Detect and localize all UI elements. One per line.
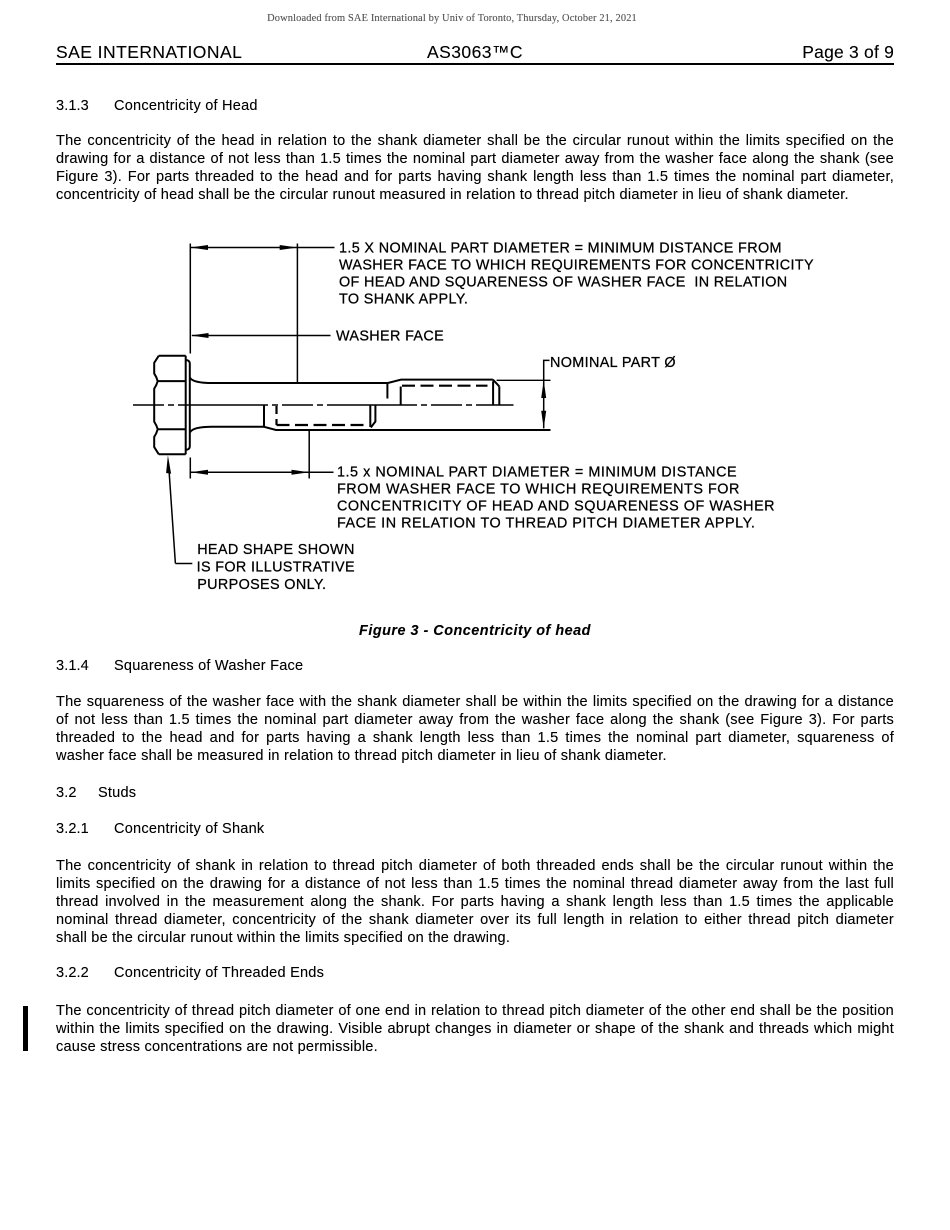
svg-text:HEAD SHAPE SHOWN: HEAD SHAPE SHOWN bbox=[197, 542, 355, 558]
svg-text:OF HEAD AND SQUARENESS OF WASH: OF HEAD AND SQUARENESS OF WASHER FACE IN… bbox=[339, 274, 788, 290]
svg-text:FROM WASHER FACE TO WHICH REQU: FROM WASHER FACE TO WHICH REQUIREMENTS F… bbox=[337, 482, 740, 498]
svg-text:FACE IN RELATION TO THREAD PIT: FACE IN RELATION TO THREAD PITCH DIAMETE… bbox=[337, 516, 755, 532]
svg-text:PURPOSES ONLY.: PURPOSES ONLY. bbox=[197, 577, 326, 593]
svg-text:IS FOR ILLUSTRATIVE: IS FOR ILLUSTRATIVE bbox=[197, 560, 355, 576]
svg-text:CONCENTRICITY OF HEAD AND SQUA: CONCENTRICITY OF HEAD AND SQUARENESS OF … bbox=[337, 499, 775, 515]
svg-text:WASHER FACE: WASHER FACE bbox=[336, 329, 444, 345]
svg-text:1.5 x NOMINAL PART DIAMETER =: 1.5 x NOMINAL PART DIAMETER = MINIMUM DI… bbox=[337, 465, 737, 481]
svg-text:TO SHANK APPLY.: TO SHANK APPLY. bbox=[339, 291, 468, 307]
svg-text:WASHER FACE TO WHICH REQUIREME: WASHER FACE TO WHICH REQUIREMENTS FOR CO… bbox=[339, 257, 814, 273]
svg-text:1.5 X NOMINAL PART DIAMETER =: 1.5 X NOMINAL PART DIAMETER = MINIMUM DI… bbox=[339, 240, 782, 256]
svg-text:NOMINAL PART Ø: NOMINAL PART Ø bbox=[550, 355, 676, 371]
